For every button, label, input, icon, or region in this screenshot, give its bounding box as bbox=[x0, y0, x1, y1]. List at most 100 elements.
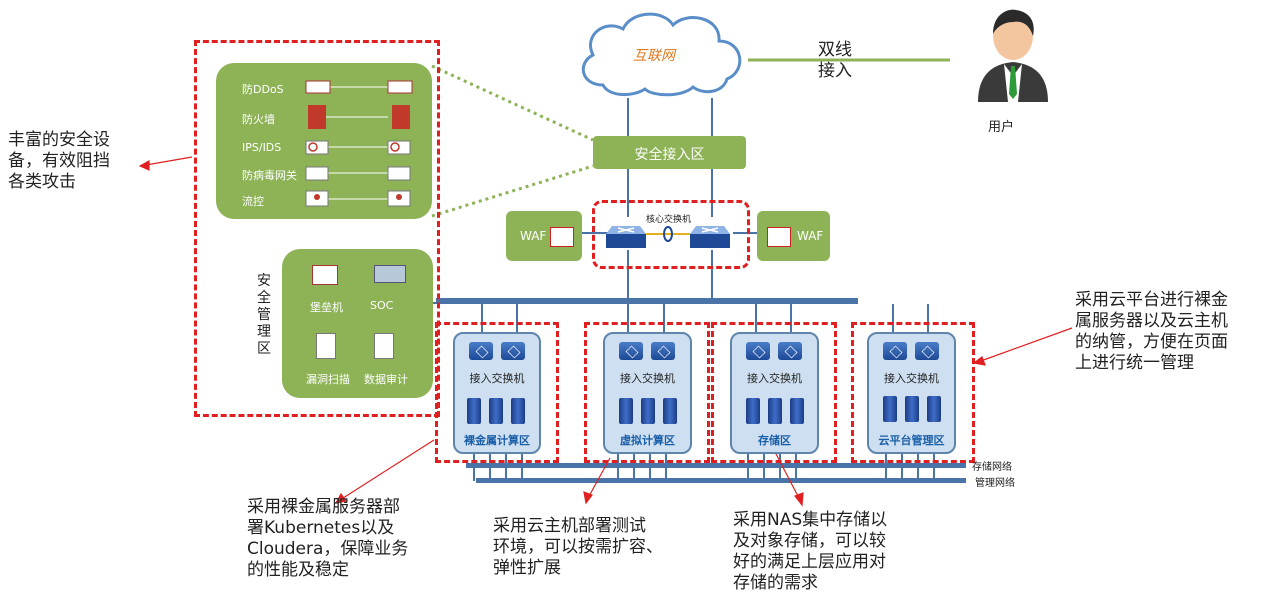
dual-line-label: 双线 接入 bbox=[818, 40, 852, 82]
annotation-line: 及对象存储，可以较 bbox=[733, 531, 886, 551]
security-access-zone: 安全接入区 bbox=[593, 136, 746, 169]
mgmt-label-audit: 数据审计 bbox=[364, 373, 408, 386]
user-icon bbox=[978, 9, 1048, 102]
waf-icon bbox=[767, 227, 791, 247]
access-switch-icon bbox=[915, 342, 939, 360]
zone-title: 云平台管理区 bbox=[878, 434, 945, 447]
waf-right: WAF bbox=[757, 211, 830, 261]
cloud-icon bbox=[581, 12, 742, 97]
access-switch-icon bbox=[501, 342, 525, 360]
mgmt-label-scanner: 漏洞扫描 bbox=[306, 373, 350, 386]
core-switch-left bbox=[606, 216, 646, 250]
annotation-line: 好的满足上层应用对 bbox=[733, 552, 886, 572]
internet-label: 互联网 bbox=[633, 48, 675, 64]
user-figure bbox=[968, 4, 1058, 104]
access-switch-label: 接入交换机 bbox=[620, 372, 675, 385]
annotation-line: 采用云主机部署测试 bbox=[493, 516, 646, 536]
device-label-antivirus: 防病毒网关 bbox=[242, 169, 297, 182]
annotation-vm: 采用云主机部署测试 环境，可以按需扩容、 弹性扩展 bbox=[493, 516, 663, 579]
annotation-line: 存储的需求 bbox=[733, 573, 818, 593]
mgmt-label-bastion: 堡垒机 bbox=[310, 301, 343, 314]
mgmt-title-char: 全 bbox=[257, 290, 271, 306]
mgmt-label-soc: SOC bbox=[370, 299, 394, 312]
annotation-line: 备，有效阻挡 bbox=[8, 151, 110, 171]
access-switch-icon bbox=[883, 342, 907, 360]
annotation-line: 的纳管，方便在页面 bbox=[1075, 332, 1228, 352]
waf-left: WAF bbox=[506, 211, 582, 261]
bare-metal-zone-boundary bbox=[435, 322, 559, 463]
security-access-zone-label: 安全接入区 bbox=[634, 147, 705, 163]
annotation-line: 采用裸金属服务器部 bbox=[247, 497, 400, 517]
user-label: 用户 bbox=[988, 120, 1015, 135]
annotation-line: 各类攻击 bbox=[8, 172, 76, 192]
access-switch-label: 接入交换机 bbox=[747, 372, 802, 385]
annotation-line: 弹性扩展 bbox=[493, 558, 561, 578]
server-icon bbox=[663, 398, 677, 424]
audit-icon bbox=[374, 333, 394, 359]
management-network-label: 管理网络 bbox=[975, 478, 1015, 489]
annotation-line: 的性能及稳定 bbox=[247, 560, 349, 580]
annotation-line: 环境，可以按需扩容、 bbox=[493, 537, 663, 557]
device-label-ips: IPS/IDS bbox=[242, 141, 282, 154]
mgmt-title-char: 安 bbox=[257, 273, 271, 289]
server-icon bbox=[927, 396, 941, 422]
storage-zone: 接入交换机 存储区 bbox=[730, 332, 819, 454]
storage-network-label: 存储网络 bbox=[972, 462, 1012, 473]
security-mgmt-zone-title: 安 全 管 理 区 bbox=[255, 273, 273, 358]
access-switch-icon bbox=[469, 342, 493, 360]
server-icon bbox=[905, 396, 919, 422]
storage-server-icon bbox=[790, 398, 804, 424]
server-icon bbox=[619, 398, 633, 424]
soc-icon bbox=[374, 265, 406, 283]
annotation-line: 采用NAS集中存储以 bbox=[733, 510, 888, 530]
annotation-line: 采用云平台进行裸金 bbox=[1075, 290, 1228, 310]
security-region-boundary bbox=[194, 40, 440, 417]
server-icon bbox=[511, 398, 525, 424]
device-label-flow: 流控 bbox=[242, 195, 264, 208]
annotation-line: 署Kubernetes以及 bbox=[247, 518, 395, 538]
server-icon bbox=[883, 396, 897, 422]
device-label-firewall: 防火墙 bbox=[242, 113, 275, 126]
annotation-bare-metal: 采用裸金属服务器部 署Kubernetes以及 Cloudera，保障业务 的性… bbox=[247, 497, 408, 581]
access-switch-label: 接入交换机 bbox=[884, 372, 939, 385]
core-switch-boundary bbox=[592, 200, 750, 269]
annotation-security: 丰富的安全设 备，有效阻挡 各类攻击 bbox=[8, 130, 110, 193]
cloud-mgmt-zone-boundary bbox=[851, 322, 975, 463]
core-switch-right bbox=[690, 216, 730, 250]
annotation-line: 属服务器以及云主机 bbox=[1075, 311, 1228, 331]
mgmt-title-char: 管 bbox=[257, 307, 271, 323]
core-switch-label: 核心交换机 bbox=[646, 215, 692, 225]
access-switch-icon bbox=[619, 342, 643, 360]
waf-icon bbox=[550, 227, 574, 247]
storage-zone-boundary bbox=[711, 322, 837, 463]
storage-server-icon bbox=[746, 398, 760, 424]
internet-cloud: 互联网 bbox=[573, 5, 751, 103]
storage-server-icon bbox=[768, 398, 782, 424]
server-icon bbox=[641, 398, 655, 424]
bastion-icon bbox=[312, 265, 338, 285]
zone-title: 存储区 bbox=[758, 434, 791, 447]
access-switch-icon bbox=[778, 342, 802, 360]
server-icon bbox=[489, 398, 503, 424]
zone-title: 裸金属计算区 bbox=[464, 434, 530, 447]
access-switch-icon bbox=[651, 342, 675, 360]
annotation-line: Cloudera，保障业务 bbox=[247, 539, 409, 559]
mgmt-title-char: 理 bbox=[257, 324, 271, 340]
annotation-line: 丰富的安全设 bbox=[8, 130, 110, 150]
switch-icon bbox=[690, 226, 730, 248]
vm-zone-boundary bbox=[584, 322, 710, 463]
scanner-icon bbox=[316, 333, 336, 359]
zone-title: 虚拟计算区 bbox=[620, 434, 675, 447]
waf-right-label: WAF bbox=[797, 229, 824, 243]
annotation-nas: 采用NAS集中存储以 及对象存储，可以较 好的满足上层应用对 存储的需求 bbox=[733, 510, 887, 594]
server-icon bbox=[467, 398, 481, 424]
switch-icon bbox=[606, 226, 646, 248]
bare-metal-zone: 接入交换机 裸金属计算区 bbox=[453, 332, 541, 454]
dual-line-text-2: 接入 bbox=[818, 61, 852, 81]
core-switch-trunk bbox=[646, 226, 690, 242]
access-switch-label: 接入交换机 bbox=[469, 372, 525, 385]
vm-zone: 接入交换机 虚拟计算区 bbox=[603, 332, 692, 454]
device-label-ddos: 防DDoS bbox=[242, 83, 284, 96]
dual-line-text-1: 双线 bbox=[818, 40, 852, 60]
